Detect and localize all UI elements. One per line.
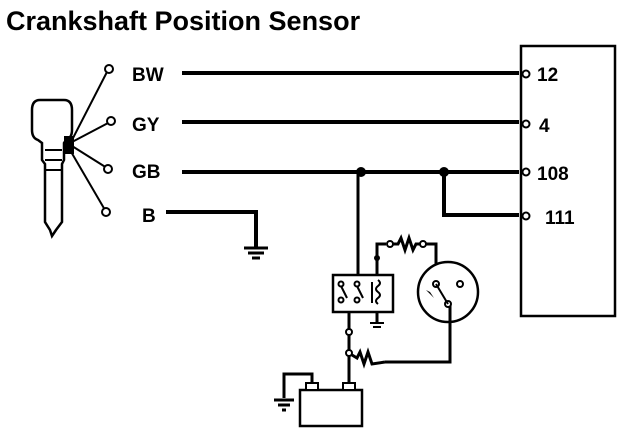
ecu-terminal-108 [521, 167, 531, 177]
pin-label-gb: GB [132, 162, 161, 183]
ground-icon [370, 322, 384, 328]
sensor-terminal-gy [106, 116, 116, 126]
ecu-pin-label-12: 12 [537, 65, 558, 86]
wire-switch-out [385, 306, 452, 364]
sensor-terminal-gb [103, 164, 113, 174]
sensor-terminal-b [101, 207, 111, 217]
splice-dot [439, 167, 449, 177]
fuse-icon [386, 233, 427, 255]
ground-icon [274, 398, 294, 412]
wire-gb-to-111 [442, 170, 519, 217]
ground-icon [244, 246, 268, 260]
ecu-terminal-111 [521, 211, 531, 221]
connector-terminal [345, 328, 353, 336]
battery-icon [298, 382, 364, 428]
pin-label-b: B [142, 206, 156, 227]
ecu-terminal-4 [521, 119, 531, 129]
sensor-terminal-bw [104, 64, 114, 74]
ecu-module [519, 44, 617, 318]
wire-relay-coil [375, 242, 386, 276]
wire-battery-ground [282, 372, 314, 398]
crankshaft-sensor-icon [30, 69, 111, 239]
relay-icon [331, 273, 395, 314]
pin-label-bw: BW [132, 65, 164, 86]
pin-label-gy: GY [132, 115, 160, 136]
ecu-pin-label-111: 111 [545, 208, 575, 229]
fuse-icon [345, 347, 386, 369]
diagram-title: Crankshaft Position Sensor [6, 6, 361, 36]
ecu-terminal-12 [521, 69, 531, 79]
ignition-switch-icon [416, 260, 480, 324]
ecu-pin-label-108: 108 [537, 164, 569, 185]
ecu-pin-label-4: 4 [539, 116, 550, 137]
splice-dot [374, 255, 380, 261]
wire-b-ground [166, 210, 258, 248]
